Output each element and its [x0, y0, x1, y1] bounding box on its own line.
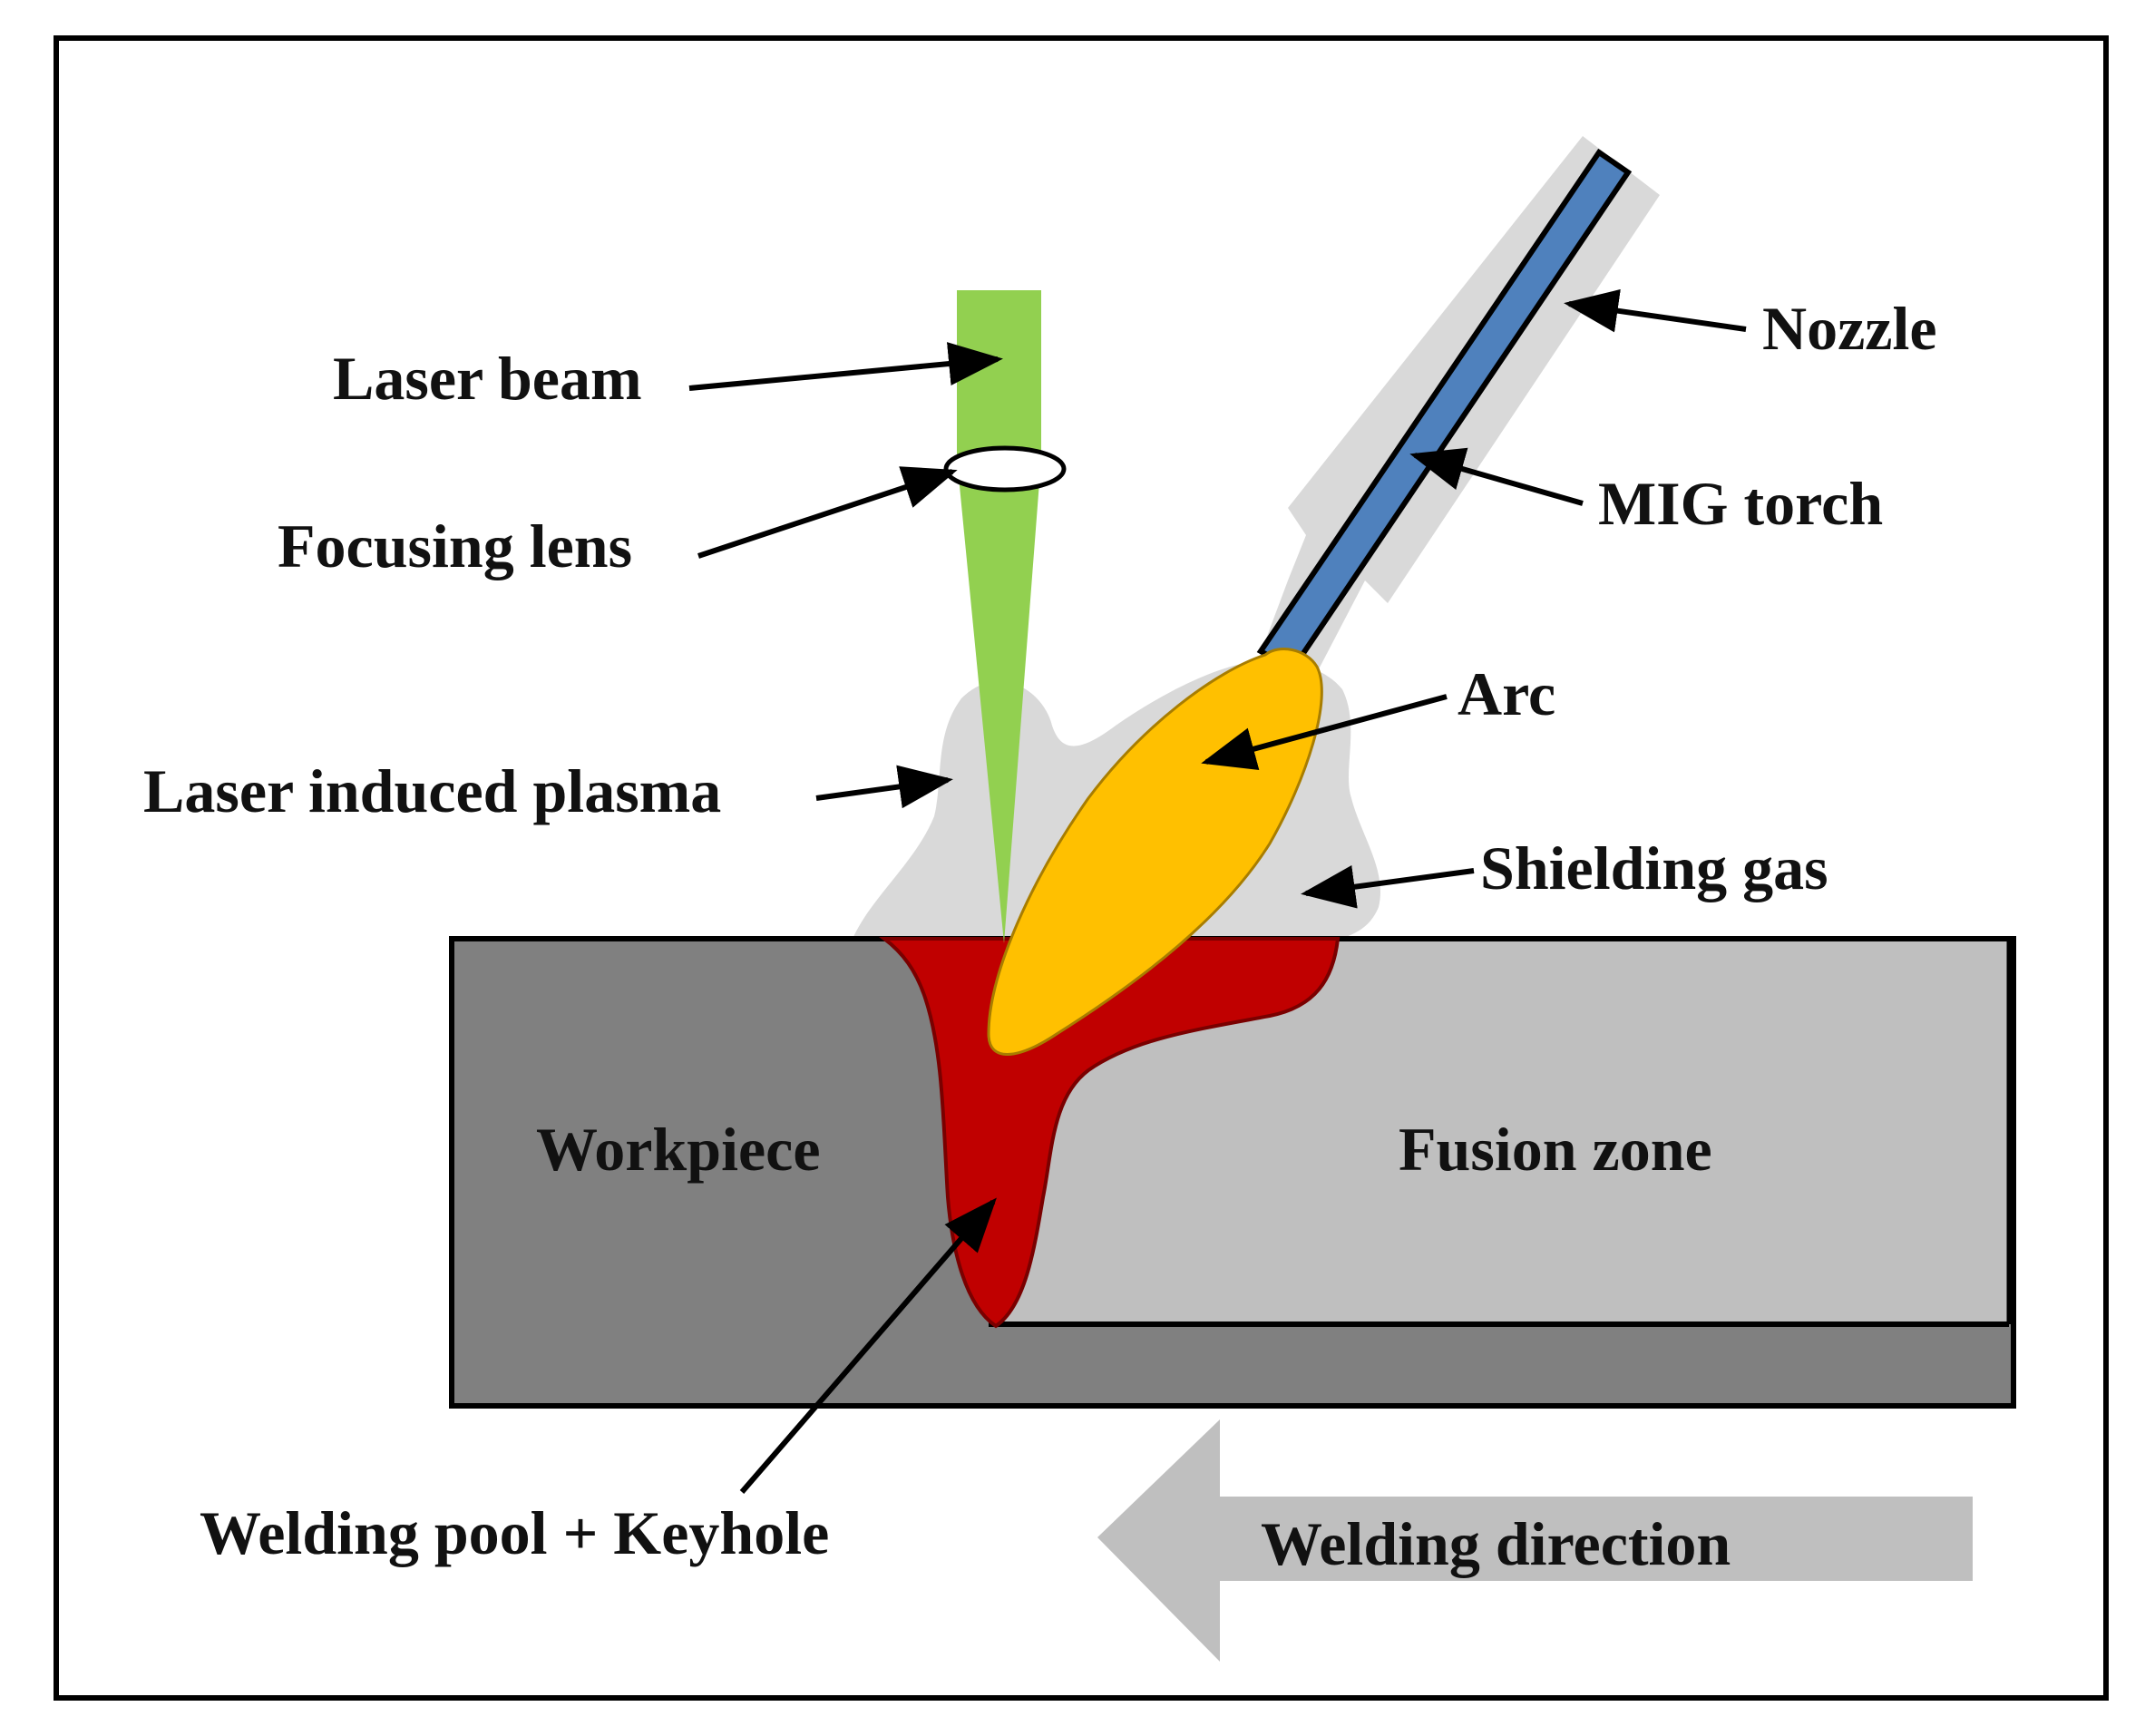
label-welding-pool-keyhole: Welding pool + Keyhole: [200, 1498, 829, 1567]
label-nozzle: Nozzle: [1762, 294, 1937, 363]
fusion-zone-shape: [998, 939, 2009, 1324]
welding-direction-arrow: [1097, 1419, 1973, 1662]
label-laser-beam: Laser beam: [333, 344, 642, 413]
label-laser-induced-plasma: Laser induced plasma: [143, 756, 721, 825]
leader-welding-pool: [739, 1197, 997, 1494]
leader-mig-torch: [1409, 447, 1584, 506]
laser-beam-cone: [957, 458, 1041, 943]
leader-nozzle: [1564, 288, 1747, 333]
leader-arc: [1201, 694, 1448, 771]
label-mig-torch: MIG torch: [1598, 469, 1883, 538]
label-fusion-zone: Fusion zone: [1399, 1115, 1712, 1184]
laser-beam-shape: [957, 290, 1041, 463]
leader-focusing-lens: [697, 466, 958, 559]
leader-laser-beam: [688, 342, 1003, 391]
label-welding-direction: Welding direction: [1261, 1509, 1731, 1578]
label-shielding-gas: Shielding gas: [1480, 834, 1828, 902]
label-arc: Arc: [1458, 659, 1555, 728]
leader-laser-induced-plasma: [815, 765, 953, 809]
label-workpiece: Workpiece: [536, 1115, 821, 1184]
label-focusing-lens: Focusing lens: [278, 512, 632, 580]
leader-shielding-gas: [1301, 864, 1475, 909]
focusing-lens-shape: [943, 445, 1067, 493]
